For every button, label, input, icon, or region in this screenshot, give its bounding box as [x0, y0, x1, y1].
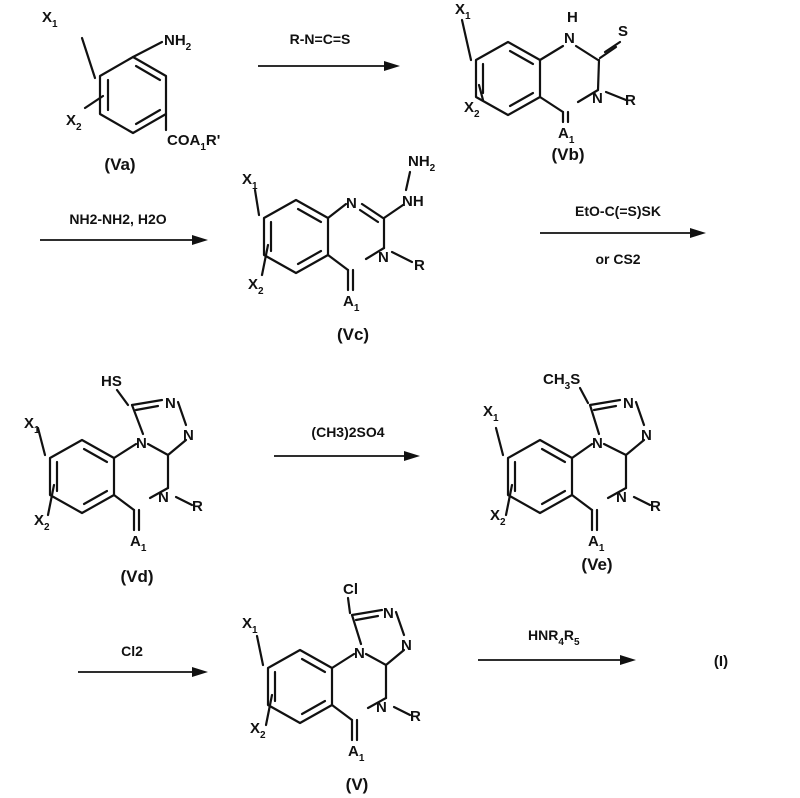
- r-group: R: [650, 498, 661, 515]
- compound-vd: HS N N N N R A1 X1 X2 (Vd): [24, 373, 203, 586]
- compound-va: X1 NH2 COA1R' X2 (Va): [42, 9, 220, 174]
- reaction-arrow-3: EtO-C(=S)SK or CS2: [540, 203, 706, 267]
- compound-vb: H N S N R A1 X1 X2 (Vb): [455, 1, 636, 164]
- compound-v: Cl N N N N R A1 X1 X2 (V): [242, 581, 421, 794]
- ring-n-2: N: [623, 395, 634, 412]
- ring-n-4: N: [158, 489, 169, 506]
- reaction-arrow-2: NH2-NH2, H2O: [40, 211, 208, 245]
- ring-n-r: N: [378, 249, 389, 266]
- x1-substituent: X1: [24, 415, 40, 436]
- reaction-arrow-5: Cl2: [78, 643, 208, 677]
- ring-n-1: N: [354, 645, 365, 662]
- reaction-arrow-4: (CH3)2SO4: [274, 424, 420, 461]
- x2-substituent: X2: [250, 720, 266, 741]
- methylthio-group: CH3S: [543, 371, 580, 392]
- a1-group: A1: [558, 125, 575, 146]
- reaction-arrow-6: HNR4R5: [478, 627, 636, 665]
- ester-group: COA1R': [167, 132, 220, 153]
- x1-substituent: X1: [42, 9, 58, 30]
- reagent-step1: R-N=C=S: [290, 31, 351, 47]
- compound-label-vc: (Vc): [337, 325, 369, 344]
- r-group: R: [410, 708, 421, 725]
- ring-n-1: N: [592, 435, 603, 452]
- thione-s: S: [618, 23, 628, 40]
- ring-n-4: N: [376, 699, 387, 716]
- a1-group: A1: [343, 293, 360, 314]
- thiol-hs: HS: [101, 373, 122, 390]
- ring-n-4: N: [616, 489, 627, 506]
- hydrazine-nh: NH: [402, 193, 424, 210]
- chloro-group: Cl: [343, 581, 358, 598]
- a1-group: A1: [130, 533, 147, 554]
- ring-n: N: [346, 195, 357, 212]
- reagent-step3-line1: EtO-C(=S)SK: [575, 203, 661, 219]
- compound-label-v: (V): [346, 775, 369, 794]
- thione-h: H: [567, 9, 578, 26]
- a1-group: A1: [348, 743, 365, 764]
- hydrazine-nh2: NH2: [408, 153, 436, 174]
- compound-label-vb: (Vb): [551, 145, 584, 164]
- ring-n-3: N: [641, 427, 652, 444]
- a1-group: A1: [588, 533, 605, 554]
- compound-label-ve: (Ve): [581, 555, 612, 574]
- ring-n-r: N: [592, 90, 603, 107]
- reaction-arrow-1: R-N=C=S: [258, 31, 400, 71]
- compound-label-va: (Va): [104, 155, 135, 174]
- x2-substituent: X2: [464, 99, 480, 120]
- ring-n-2: N: [383, 605, 394, 622]
- ring-n-top: N: [564, 30, 575, 47]
- ring-n-1: N: [136, 435, 147, 452]
- x1-substituent: X1: [483, 403, 499, 424]
- x2-substituent: X2: [34, 512, 50, 533]
- reagent-step2: NH2-NH2, H2O: [69, 211, 166, 227]
- r-group: R: [414, 257, 425, 274]
- amino-group: NH2: [164, 32, 192, 53]
- compound-vc: N NH NH2 N R A1 X1 X2 (Vc): [242, 153, 436, 344]
- reagent-step5: Cl2: [121, 643, 143, 659]
- ring-n-2: N: [165, 395, 176, 412]
- x2-substituent: X2: [66, 112, 82, 133]
- ring-n-3: N: [401, 637, 412, 654]
- reagent-step6: HNR4R5: [528, 627, 580, 648]
- x1-substituent: X1: [455, 1, 471, 22]
- x1-substituent: X1: [242, 171, 258, 192]
- x2-substituent: X2: [490, 507, 506, 528]
- x2-substituent: X2: [248, 276, 264, 297]
- compound-label-vd: (Vd): [120, 567, 153, 586]
- r-group: R: [192, 498, 203, 515]
- compound-ve: CH3S N N N N R A1 X1 X2 (Ve): [483, 371, 661, 574]
- x1-substituent: X1: [242, 615, 258, 636]
- compound-label-i: (I): [714, 653, 728, 670]
- reagent-step4: (CH3)2SO4: [311, 424, 384, 440]
- reagent-step3-line2: or CS2: [595, 251, 640, 267]
- ring-n-3: N: [183, 427, 194, 444]
- r-group: R: [625, 92, 636, 109]
